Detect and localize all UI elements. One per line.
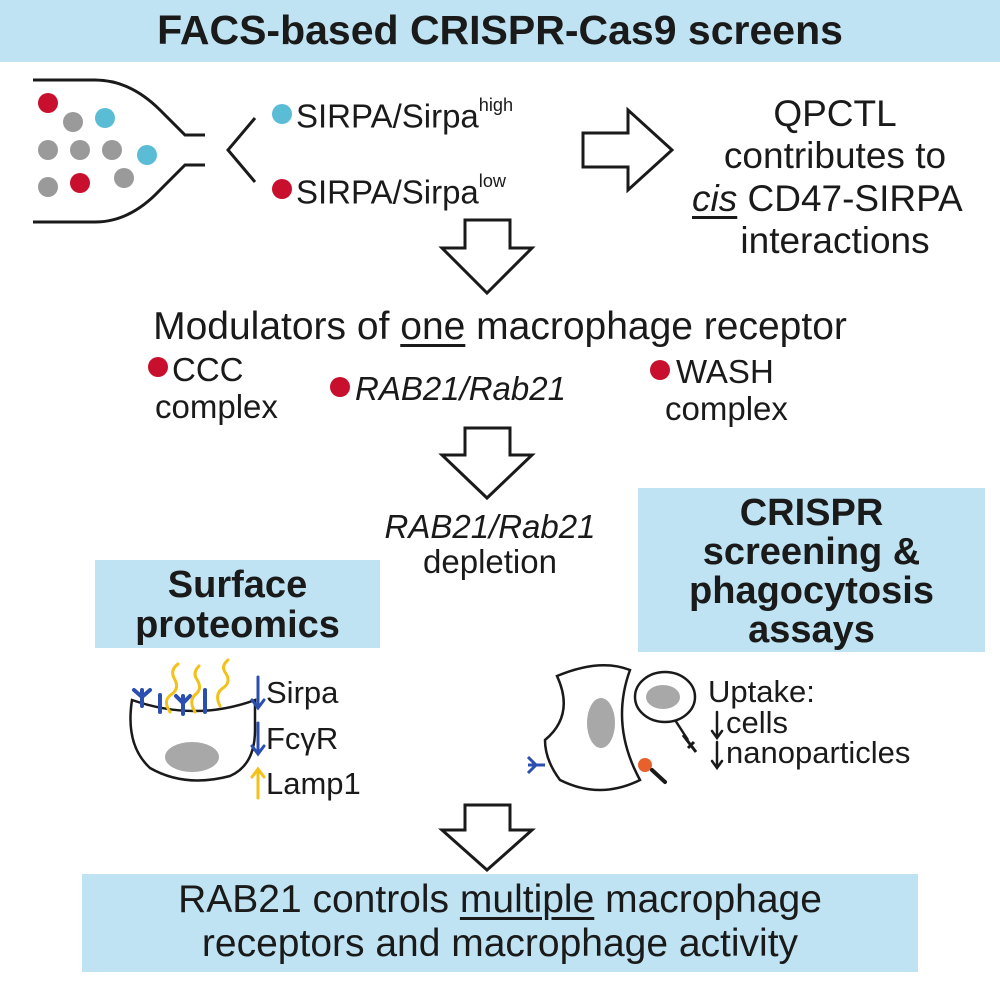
uptake-cells: cells bbox=[726, 705, 789, 740]
modulators-heading: Modulators of one macrophage receptor bbox=[153, 305, 847, 348]
result-lamp1: Lamp1 bbox=[266, 766, 361, 801]
cell-dots bbox=[38, 93, 157, 197]
crispr-line4: assays bbox=[748, 609, 875, 651]
title-banner bbox=[0, 0, 1000, 62]
crispr-line1: CRISPR bbox=[739, 492, 884, 534]
wash-line2: complex bbox=[665, 390, 788, 427]
macrophage-cell bbox=[526, 664, 642, 792]
arrow-down-3 bbox=[438, 803, 536, 873]
qpctl-line4: interactions bbox=[740, 220, 930, 261]
proteomics-indicators bbox=[250, 675, 266, 800]
surface-line2: proteomics bbox=[135, 604, 340, 646]
qpctl-line1: QPCTL bbox=[773, 93, 897, 134]
crispr-line2: screening & bbox=[702, 531, 921, 573]
proteomics-cell bbox=[129, 658, 257, 782]
crispr-line3: phagocytosis bbox=[689, 570, 934, 612]
result-fcgr: FcγR bbox=[266, 721, 339, 756]
qpctl-line3: cis CD47-SIRPA bbox=[692, 178, 963, 219]
ccc-line1: CCC bbox=[172, 351, 244, 388]
figure-title: FACS-based CRISPR-Cas9 screens bbox=[157, 7, 843, 53]
target-cell bbox=[633, 670, 698, 753]
low-dot bbox=[272, 179, 292, 199]
crispr-assays-box bbox=[638, 488, 985, 652]
facs-funnel bbox=[33, 78, 205, 224]
conclusion-banner bbox=[82, 874, 918, 972]
sirpa-high-label: SIRPA/Sirpahigh bbox=[296, 95, 514, 135]
depletion-line2: depletion bbox=[423, 543, 557, 580]
wash-dot bbox=[650, 360, 670, 380]
uptake-indicators bbox=[710, 710, 724, 771]
uptake-label: Uptake: bbox=[708, 674, 815, 709]
uptake-nanoparticles: nanoparticles bbox=[726, 735, 911, 770]
qpctl-line2: contributes to bbox=[723, 135, 947, 176]
conclusion-line2: receptors and macrophage activity bbox=[201, 922, 799, 965]
arrow-right bbox=[581, 106, 675, 194]
wash-line1: WASH bbox=[676, 353, 774, 390]
conclusion-line1: RAB21 controls multiple macrophage bbox=[178, 878, 822, 921]
depletion-line1: RAB21/Rab21 bbox=[384, 508, 596, 545]
surface-line1: Surface bbox=[167, 564, 308, 606]
sirpa-low-label: SIRPA/Sirpalow bbox=[296, 171, 507, 211]
ccc-dot bbox=[148, 357, 168, 377]
ccc-line2: complex bbox=[155, 388, 278, 425]
high-dot bbox=[272, 104, 292, 124]
split-bracket bbox=[226, 117, 257, 183]
rab21-dot bbox=[330, 377, 350, 397]
arrow-down-1 bbox=[438, 218, 536, 296]
rab21-modulator: RAB21/Rab21 bbox=[355, 370, 566, 407]
surface-proteomics-box bbox=[95, 560, 380, 648]
nanoparticle bbox=[638, 758, 667, 784]
arrow-down-2 bbox=[438, 426, 536, 501]
result-sirpa: Sirpa bbox=[266, 675, 339, 710]
